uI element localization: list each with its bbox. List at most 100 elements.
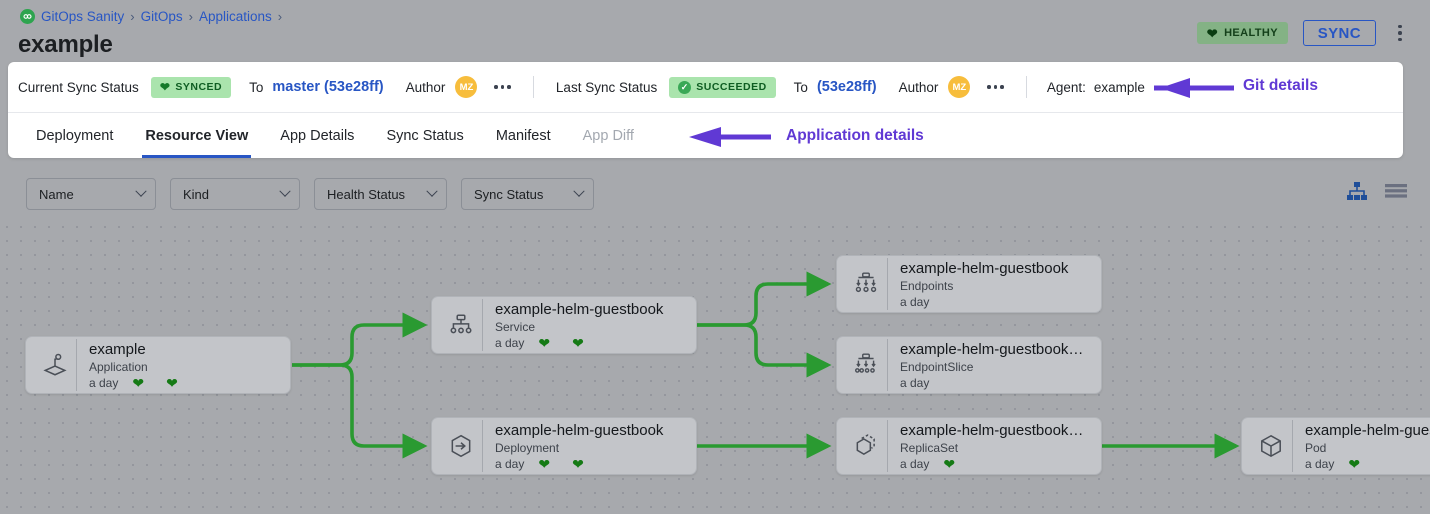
filter-name-label: Name xyxy=(39,186,74,202)
list-view-icon[interactable] xyxy=(1384,182,1408,202)
heart-icon: ❤ xyxy=(1348,455,1361,472)
tab-resource-view[interactable]: Resource View xyxy=(129,113,264,158)
filter-name[interactable]: Name xyxy=(26,178,156,210)
replicaset-icon xyxy=(845,418,887,474)
last-sync-status-text: SUCCEEDED xyxy=(696,81,767,93)
node-age: a day xyxy=(900,375,930,390)
divider xyxy=(532,76,534,98)
tree-view-icon[interactable] xyxy=(1346,182,1368,202)
node-meta: a day xyxy=(900,295,1085,309)
node-name: example-helm-guest xyxy=(1305,421,1430,439)
filter-sync-status-label: Sync Status xyxy=(474,186,544,202)
current-sync-status-badge: ❤ SYNCED xyxy=(150,76,232,98)
view-toggle-group xyxy=(1346,182,1408,202)
last-more-horizontal-icon[interactable] xyxy=(987,85,1004,89)
tab-app-details[interactable]: App Details xyxy=(280,127,355,144)
heart-icon: ❤ xyxy=(159,80,171,94)
status-badge-label: HEALTHY xyxy=(1224,27,1278,39)
annotation-git-details: Git details xyxy=(1243,77,1318,94)
filter-kind[interactable]: Kind xyxy=(170,178,300,210)
node-age: a day xyxy=(495,456,525,471)
agent-value: example xyxy=(1093,79,1145,95)
node-name: example xyxy=(89,340,146,358)
chevron-down-icon xyxy=(279,185,291,197)
node-age: a day xyxy=(900,294,930,309)
graph-node-service[interactable]: example-helm-guestbook Service a day ❤ ❤ xyxy=(431,296,697,354)
breadcrumb-item-gitops-sanity[interactable]: GitOps Sanity xyxy=(41,9,125,24)
heart-icon: ❤ xyxy=(572,334,584,351)
heart-icon: ❤ xyxy=(166,374,178,391)
current-revision-link[interactable]: master (53e28ff) xyxy=(272,79,384,95)
current-more-horizontal-icon[interactable] xyxy=(494,85,511,89)
graph-node-application[interactable]: example Application a day ❤ ❤ xyxy=(25,336,291,394)
chevron-down-icon xyxy=(426,185,438,197)
chevron-down-icon xyxy=(135,185,147,197)
graph-node-endpoints[interactable]: example-helm-guestbook Endpoints a day xyxy=(836,255,1102,313)
tab-manifest[interactable]: Manifest xyxy=(495,127,551,144)
graph-edges xyxy=(292,271,1240,459)
tab-bar: Deployment Resource View App Details Syn… xyxy=(8,112,1403,158)
node-meta: a day ❤ xyxy=(1305,457,1430,471)
last-sync-status-badge: ✓ SUCCEEDED xyxy=(669,76,776,98)
node-kind: Application xyxy=(89,359,148,374)
endpointslice-icon xyxy=(845,337,887,393)
last-revision-link[interactable]: (53e28ff) xyxy=(816,79,877,95)
last-author-label: Author xyxy=(898,79,939,95)
node-kind: Pod xyxy=(1305,440,1327,455)
breadcrumb-separator: › xyxy=(277,9,283,24)
arrow-left-icon xyxy=(689,127,771,147)
graph-node-deployment[interactable]: example-helm-guestbook Deployment a day … xyxy=(431,417,697,475)
current-author-label: Author xyxy=(405,79,446,95)
graph-node-endpointslice[interactable]: example-helm-guestbook-ct... EndpointSli… xyxy=(836,336,1102,394)
gitops-logo-icon xyxy=(20,9,35,24)
resource-graph-canvas[interactable]: example Application a day ❤ ❤ example-he… xyxy=(0,220,1430,514)
graph-node-replicaset[interactable]: example-helm-guestbook-74... ReplicaSet … xyxy=(836,417,1102,475)
node-kind: ReplicaSet xyxy=(900,440,959,455)
node-name: example-helm-guestbook xyxy=(900,259,1069,277)
current-sync-status-label: Current Sync Status xyxy=(18,79,139,95)
heart-icon: ❤ xyxy=(1206,25,1219,41)
agent-label: Agent: xyxy=(1046,79,1086,95)
sync-button[interactable]: SYNC xyxy=(1302,20,1376,46)
tab-sync-status[interactable]: Sync Status xyxy=(386,127,464,144)
filter-sync-status[interactable]: Sync Status xyxy=(461,178,594,210)
heart-icon: ❤ xyxy=(943,455,956,472)
node-name: example-helm-guestbook-74... xyxy=(900,421,1085,439)
sync-status-bar: Current Sync Status ❤ SYNCED To master (… xyxy=(8,62,1403,112)
node-meta: a day ❤ ❤ xyxy=(89,376,274,390)
filter-kind-label: Kind xyxy=(183,186,210,202)
node-age: a day xyxy=(900,456,930,471)
heart-icon: ❤ xyxy=(538,334,551,351)
breadcrumb-item-applications[interactable]: Applications xyxy=(198,9,272,24)
filter-health-status-label: Health Status xyxy=(327,186,406,202)
breadcrumb-separator: › xyxy=(188,9,193,24)
avatar: MZ xyxy=(455,76,478,98)
node-age: a day xyxy=(89,375,119,390)
node-meta: a day ❤ xyxy=(900,457,1085,471)
chevron-down-icon xyxy=(573,185,585,197)
node-name: example-helm-guestbook xyxy=(495,300,664,318)
heart-icon: ❤ xyxy=(572,455,584,472)
more-vertical-icon[interactable] xyxy=(1392,21,1408,45)
heart-icon: ❤ xyxy=(132,374,145,391)
avatar: MZ xyxy=(948,76,971,98)
endpoints-icon xyxy=(845,256,887,312)
current-sync-status-text: SYNCED xyxy=(175,81,223,93)
deployment-icon xyxy=(440,418,482,474)
node-name: example-helm-guestbook-ct... xyxy=(900,340,1085,358)
node-kind: Deployment xyxy=(495,440,560,455)
last-sync-status-label: Last Sync Status xyxy=(555,79,658,95)
breadcrumb-item-gitops[interactable]: GitOps xyxy=(140,9,183,24)
node-meta: a day xyxy=(900,376,1085,390)
check-circle-icon: ✓ xyxy=(678,80,692,94)
filter-health-status[interactable]: Health Status xyxy=(314,178,447,210)
node-age: a day xyxy=(495,335,525,350)
graph-node-pod[interactable]: example-helm-guest Pod a day ❤ xyxy=(1241,417,1430,475)
tab-deployment[interactable]: Deployment xyxy=(36,127,114,144)
heart-icon: ❤ xyxy=(538,455,551,472)
tab-app-diff: App Diff xyxy=(582,127,634,144)
service-icon xyxy=(440,297,482,353)
node-age: a day xyxy=(1305,456,1335,471)
breadcrumb-separator: › xyxy=(130,9,135,24)
application-icon xyxy=(34,337,76,393)
